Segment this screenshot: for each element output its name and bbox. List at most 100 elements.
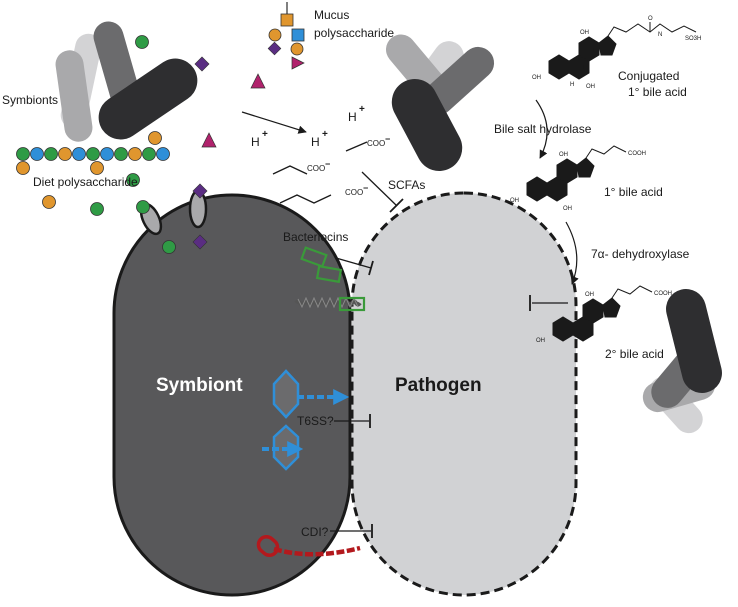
symbiont-cluster-top-right — [386, 34, 495, 171]
steroid-ring — [578, 36, 600, 62]
scfa-molecules: COO − COO − COO − — [272, 134, 390, 204]
rod-shape — [55, 50, 93, 142]
proton-symbol: H — [251, 135, 260, 149]
bacteriocin-inhibition-line — [335, 257, 372, 269]
propionate-charge: − — [325, 159, 330, 169]
magenta-triangle — [250, 73, 266, 89]
sugar-bead — [30, 147, 44, 161]
bacteriocin-peptide — [315, 264, 343, 284]
dehydroxylase-arrow — [565, 221, 579, 285]
propionate-skeleton — [272, 165, 308, 175]
sugar-bead — [72, 147, 86, 161]
scfa-inhibition-line — [361, 171, 398, 207]
sugar-bead — [44, 147, 58, 161]
cdi-apparatus — [256, 534, 361, 558]
proton-symbol: H — [311, 135, 320, 149]
bsh-label: Bile salt hydrolase — [494, 122, 592, 136]
pathogen-label: Pathogen — [395, 375, 482, 396]
green-sugar — [162, 240, 176, 254]
propionate-carboxylate: COO — [307, 164, 325, 173]
purple-diamond — [192, 183, 208, 199]
sugar-bead — [114, 147, 128, 161]
side-chain — [607, 23, 697, 37]
primary-bile-acid-structure: COOH OH OH OH — [510, 145, 646, 212]
steroid-ring — [602, 297, 621, 318]
bacteriocin-peptide — [300, 246, 328, 268]
pathogen-cell — [350, 191, 578, 597]
conjugated-label-line1: Conjugated — [618, 69, 679, 83]
glycan-circle — [268, 28, 282, 42]
mucus-label-line2: polysaccharide — [314, 26, 394, 40]
diet-polysaccharide-label: Diet polysaccharide — [33, 175, 138, 189]
acetate-carboxylate: COO — [367, 139, 385, 148]
glycan-square — [280, 13, 294, 27]
symbiont-cell — [112, 193, 352, 597]
butyrate-carboxylate: COO — [345, 188, 363, 197]
orange-sugar — [148, 131, 162, 145]
oh-label: OH — [586, 84, 595, 90]
glycan-triangle — [291, 56, 305, 70]
glycan-square — [291, 28, 305, 42]
so3h-label: SO3H — [685, 36, 701, 42]
glycan-diamond — [267, 41, 282, 56]
acetate-skeleton — [345, 141, 368, 152]
symbiont-cluster-right — [642, 288, 722, 434]
glycan-circle — [290, 42, 304, 56]
scfas-label: SCFAs — [388, 178, 425, 192]
green-sugar — [135, 35, 149, 49]
proton-charge: + — [359, 104, 365, 115]
sugar-shapes — [192, 56, 266, 250]
sugar-bead — [156, 147, 170, 161]
rod-shape — [391, 79, 463, 171]
inserted-bacteriocin — [338, 296, 366, 312]
t6ss-apparatus — [262, 369, 350, 471]
n-label: N — [658, 32, 662, 38]
steroid-ring — [556, 158, 578, 184]
steroid-ring — [548, 54, 570, 80]
green-sugar — [126, 173, 140, 187]
bacteriocin-inhibition-bar — [368, 260, 374, 276]
cdi-filament — [273, 545, 361, 557]
steroid-ring — [582, 298, 604, 324]
orange-sugar — [42, 195, 56, 209]
green-sugar — [136, 200, 150, 214]
rod-shape — [421, 46, 495, 116]
magenta-triangle — [201, 132, 217, 148]
cooh-label: COOH — [654, 291, 672, 297]
primary-label: 1° bile acid — [604, 185, 663, 199]
diet-polysaccharide-chain — [16, 147, 170, 175]
proton-charge: + — [322, 129, 328, 140]
membrane-disruption — [294, 296, 366, 312]
h-label: H — [590, 48, 594, 54]
cdi-label: CDI? — [301, 525, 329, 539]
conjugated-bile-acid-structure: OH H H H OH OH O N SO3H — [532, 16, 701, 90]
rod-shape — [98, 58, 198, 140]
protons: H + H + H + — [251, 104, 365, 149]
proton-symbol: H — [348, 110, 357, 124]
green-sugar — [90, 202, 104, 216]
steroid-ring — [598, 35, 617, 56]
t6ss-label: T6SS? — [297, 414, 334, 428]
scfa-inhibition-bar — [389, 198, 404, 213]
sugar-bead — [90, 161, 104, 175]
sugar-bead — [100, 147, 114, 161]
purple-diamond — [192, 234, 208, 250]
secondary-label: 2° bile acid — [605, 347, 664, 361]
proton-charge: + — [262, 129, 268, 140]
acetate-charge: − — [385, 134, 390, 144]
side-chain — [585, 145, 627, 159]
steroid-ring — [576, 157, 595, 178]
purple-diamond — [194, 56, 210, 72]
oh-label: OH — [580, 30, 589, 36]
symbiont-cluster-top-left — [55, 21, 198, 142]
h-label: H — [580, 65, 584, 71]
sugar-bead — [142, 147, 156, 161]
symbionts-label: Symbionts — [2, 93, 58, 107]
dehydroxylase-label: 7α- dehydroxylase — [591, 247, 690, 261]
side-chain — [611, 285, 653, 299]
bsh-arrow — [535, 99, 548, 159]
butyrate-charge: − — [363, 183, 368, 193]
t6ss-baseplate — [272, 369, 300, 419]
